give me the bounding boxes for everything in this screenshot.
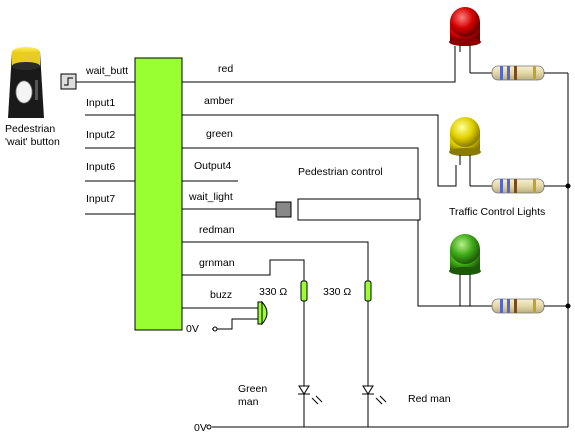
pedestrian-control-box: [297, 198, 421, 221]
diode-icon: [362, 385, 387, 405]
button-caption-line1: Pedestrian: [5, 123, 55, 135]
resistor-red: [491, 65, 545, 81]
input-wires: [76, 81, 135, 215]
red-man-label: Red man: [408, 393, 451, 405]
ground-label: 0V: [194, 422, 207, 434]
output-label-redman: redman: [199, 224, 235, 236]
pedestrian-button: Pedestrian 'wait' button: [5, 47, 60, 148]
input-labels: wait_butt Input1 Input2 Input6 Input7: [85, 65, 128, 205]
push-button-icon: [8, 47, 44, 118]
resistor-amber: [491, 178, 545, 194]
pedestrian-control-label: Pedestrian control: [298, 166, 383, 178]
input-label-input2: Input2: [86, 129, 115, 141]
green-man-label-line2: man: [238, 396, 259, 408]
amber-led-icon: [449, 117, 481, 186]
buzzer-icon: [257, 300, 268, 326]
input-label-input6: Input6: [86, 161, 115, 173]
resistor-red-man: [364, 280, 372, 302]
resistor-green-man: [300, 280, 308, 302]
output-label-amber: amber: [204, 95, 234, 107]
resistor-label-red-man: 330 Ω: [323, 286, 351, 298]
button-caption-line2: 'wait' button: [5, 136, 60, 148]
chip-ground-terminal: [212, 326, 218, 332]
output-label-grnman: grnman: [199, 257, 235, 269]
input-label-wait-butt: wait_butt: [85, 65, 128, 77]
output-label-red: red: [218, 63, 233, 75]
diode-icon: [298, 385, 323, 405]
output-labels: red amber green Output4 wait_light redma…: [186, 63, 235, 335]
green-led-icon: [449, 234, 481, 306]
microcontroller-chip: [134, 57, 183, 331]
resistor-green: [491, 298, 545, 314]
output-label-wait-light: wait_light: [188, 191, 233, 203]
ground-terminal: [206, 424, 212, 430]
output-label-green: green: [206, 128, 233, 140]
input-label-input7: Input7: [86, 193, 115, 205]
pulse-icon: [60, 73, 77, 90]
resistor-label-green-man: 330 Ω: [259, 286, 287, 298]
green-man-label-line1: Green: [238, 383, 267, 395]
output-wires: [182, 46, 457, 330]
traffic-lights-label: Traffic Control Lights: [449, 206, 545, 218]
chip-ground-label: 0V: [186, 323, 199, 335]
output-label-output4: Output4: [194, 160, 232, 172]
red-led-icon: [449, 7, 481, 73]
output-label-buzz: buzz: [210, 289, 232, 301]
wait-light-lamp: [275, 201, 292, 218]
input-label-input1: Input1: [86, 97, 115, 109]
